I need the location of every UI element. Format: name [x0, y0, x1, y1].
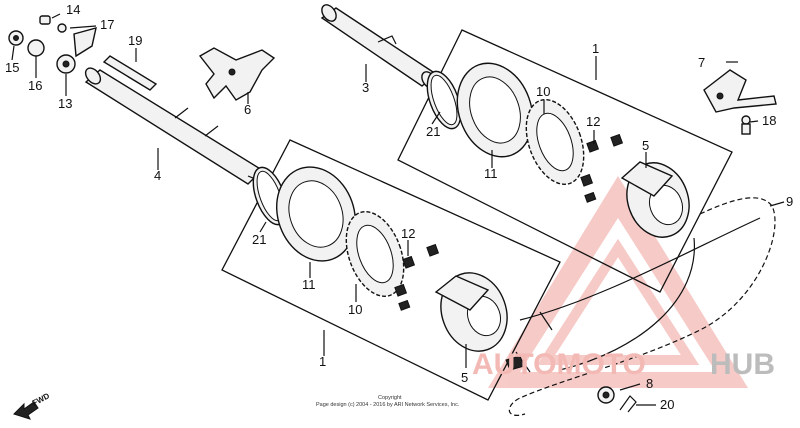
callout-5-lower: 5	[461, 370, 468, 385]
watermark-brand-hub: HUB	[710, 348, 775, 381]
callout-21-upper: 21	[426, 124, 440, 139]
callout-12-upper: 12	[586, 114, 600, 129]
fwd-label: FWD	[31, 391, 52, 408]
callout-14: 14	[66, 2, 80, 17]
shaft-3	[320, 4, 438, 89]
shift-fork-6	[198, 47, 276, 101]
watermark-brand-auto: AUTOMOTO	[472, 348, 646, 381]
hardware-group-13-17	[8, 15, 97, 74]
callout-1-lower: 1	[319, 354, 326, 369]
leader-lines	[11, 13, 785, 406]
callout-7: 7	[698, 55, 705, 70]
rod-19	[102, 55, 158, 91]
callout-16: 16	[28, 78, 42, 93]
chain-9	[505, 197, 776, 416]
callout-11-lower: 11	[302, 277, 316, 292]
sprocket-assembly-lower	[252, 166, 508, 352]
callout-13: 13	[58, 96, 72, 111]
copyright-line1: Copyright	[378, 395, 402, 401]
callout-8: 8	[646, 376, 653, 391]
callout-11-upper: 11	[484, 166, 498, 181]
copyright: Copyright Page design (c) 2004 - 2016 by…	[316, 395, 460, 408]
callout-15: 15	[5, 60, 19, 75]
sprocket-assembly-upper	[426, 62, 690, 238]
callout-18: 18	[762, 113, 776, 128]
watermark-text: AUTOMOTO HUB	[472, 348, 775, 381]
assembly-frame-lower	[221, 139, 561, 401]
callout-4: 4	[154, 168, 161, 183]
callout-19: 19	[128, 33, 142, 48]
fwd-arrow: FWD	[13, 391, 52, 420]
callout-3: 3	[362, 80, 369, 95]
nut-8	[597, 386, 615, 404]
callout-9: 9	[786, 194, 793, 209]
callout-21-lower: 21	[252, 232, 266, 247]
callout-20: 20	[660, 397, 674, 412]
bracket-7	[703, 69, 777, 113]
assembly-frame-upper	[397, 29, 733, 293]
copyright-line2: Page design (c) 2004 - 2016 by ARI Netwo…	[316, 402, 460, 408]
callout-6: 6	[244, 102, 251, 117]
callout-10-lower: 10	[348, 302, 362, 317]
callout-17: 17	[100, 17, 114, 32]
callout-12-lower: 12	[401, 226, 415, 241]
callout-10-upper: 10	[536, 84, 550, 99]
callout-1-upper: 1	[592, 41, 599, 56]
callout-5-upper: 5	[642, 138, 649, 153]
bolt-18	[741, 115, 751, 135]
pin-20	[619, 395, 637, 413]
callout-labels: 1 1 3 4 5 5 6 7 8 9 10 10 11 11 12 12 13…	[5, 2, 793, 412]
